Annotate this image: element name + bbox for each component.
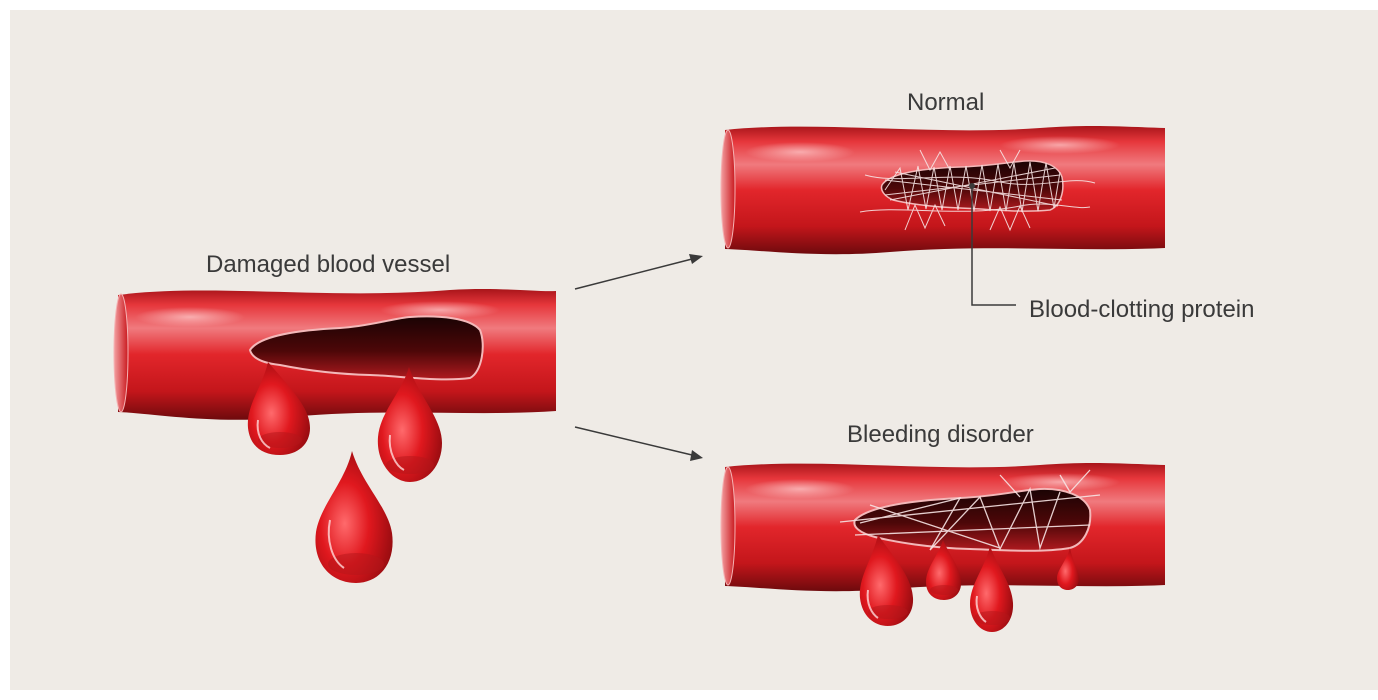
damaged-vessel-label: Damaged blood vessel [206,253,450,277]
normal-label: Normal [907,91,984,115]
arrow-to-bleeding [575,427,703,461]
bleeding-disorder-label: Bleeding disorder [847,423,1034,447]
arrow-to-normal [575,254,703,289]
damaged-vessel [114,289,556,420]
blood-clotting-protein-label: Blood-clotting protein [1029,298,1254,322]
